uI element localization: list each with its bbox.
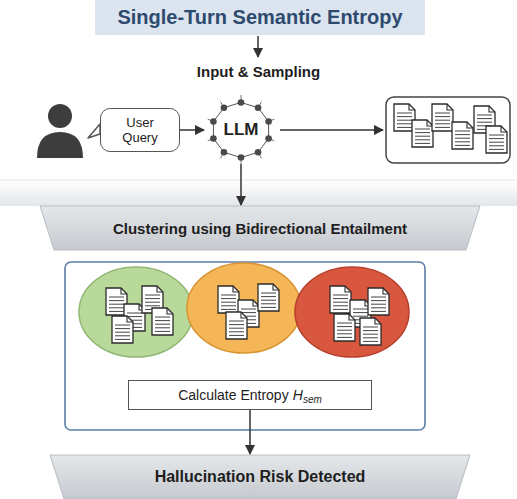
document-icon — [218, 286, 239, 313]
flow-arrow — [257, 36, 259, 57]
flow-arrow — [249, 410, 251, 454]
document-icon — [412, 120, 433, 147]
documents-box — [386, 97, 510, 163]
node-label: Calculate Entropy — [178, 387, 289, 403]
llm-node: LLM — [205, 96, 277, 164]
document-icon — [452, 122, 473, 149]
flow-arrow — [280, 129, 383, 131]
node-label: LLM — [224, 120, 259, 140]
document-icon — [152, 308, 173, 335]
document-icon — [360, 318, 381, 345]
network-dot — [221, 104, 228, 111]
bubble-tail — [88, 124, 100, 138]
document-icon — [330, 286, 351, 313]
document-icon — [226, 312, 247, 339]
cluster-ellipse — [79, 267, 193, 357]
speech-bubble: User Query — [100, 108, 180, 152]
band-fill — [40, 206, 480, 250]
network-dot — [221, 149, 228, 156]
person-head — [48, 104, 72, 128]
network-dot — [255, 104, 262, 111]
math-symbol: H — [293, 387, 303, 403]
network-dot — [210, 118, 217, 125]
section-panel: Input & SamplingUser Query LLM — [0, 45, 517, 180]
band-fill — [50, 455, 470, 499]
network-dot — [238, 99, 245, 106]
stage-band: Hallucination Risk Detected — [50, 455, 470, 499]
document-icon — [258, 284, 279, 311]
diagram-title: Single-Turn Semantic Entropy — [95, 0, 425, 35]
cluster-ellipse — [295, 267, 409, 357]
document-icon — [368, 288, 389, 315]
node-label: Clustering using Bidirectional Entailmen… — [113, 220, 407, 237]
subscript: sem — [303, 394, 322, 405]
document-icon — [432, 104, 453, 131]
document-icon — [486, 126, 507, 153]
section-shading — [0, 180, 517, 206]
cluster-panel — [65, 262, 425, 430]
network-dot — [265, 118, 272, 125]
section-divider — [0, 180, 517, 181]
document-icon — [334, 314, 355, 341]
node-label: User Query — [107, 115, 173, 145]
stage-band: Clustering using Bidirectional Entailmen… — [40, 206, 480, 250]
network-dot — [265, 135, 272, 142]
person-body — [37, 132, 83, 158]
section-heading: Input & Sampling — [0, 63, 517, 80]
node-label: Hallucination Risk Detected — [155, 468, 366, 486]
cluster-ellipse — [187, 263, 301, 353]
flow-arrow — [240, 164, 242, 205]
network-dot — [255, 149, 262, 156]
flow-arrow — [180, 129, 204, 131]
process-box: Calculate EntropyHsem — [128, 380, 372, 410]
document-icon — [112, 316, 133, 343]
network-dot — [238, 154, 245, 161]
network-dot — [210, 135, 217, 142]
